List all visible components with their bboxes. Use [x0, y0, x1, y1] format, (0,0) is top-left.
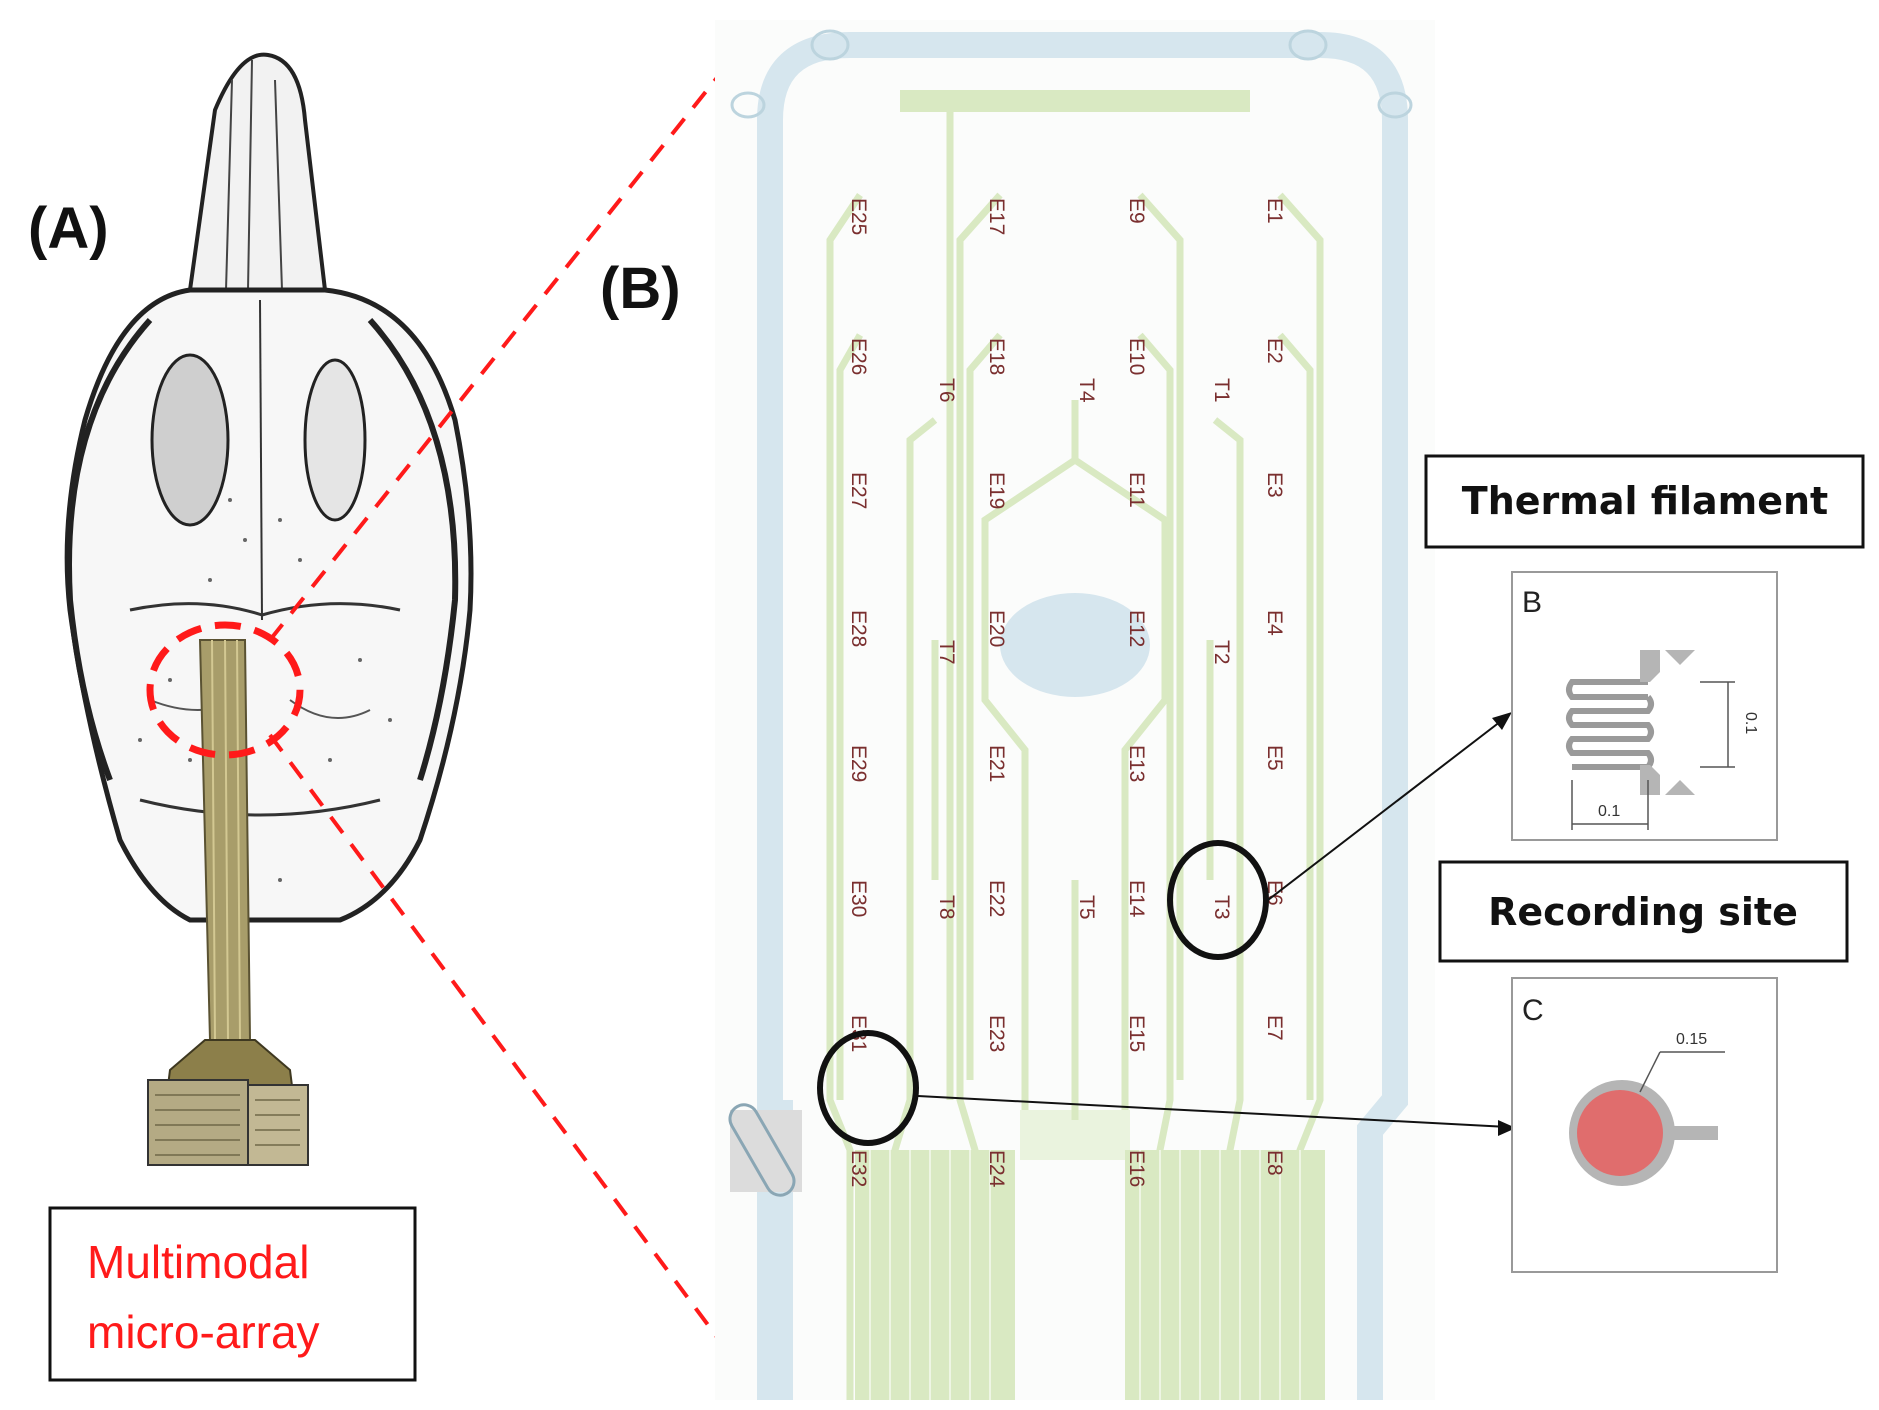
electrode-label: E21 [985, 745, 1008, 782]
caption-box: Multimodal micro-array [48, 1206, 417, 1382]
electrode-label: E19 [985, 472, 1008, 509]
electrode-label: E18 [985, 338, 1008, 375]
electrode-label: E4 [1263, 610, 1286, 636]
thermal-label: T4 [1075, 378, 1098, 403]
thermal-inset: B 0.1 0.1 [1511, 571, 1778, 841]
electrode-label: E5 [1263, 745, 1286, 771]
electrode-labels: E25 E26 E27 E28 E29 E30 E31 E32 E17 E18 … [847, 198, 1286, 1188]
electrode-label: E20 [985, 610, 1008, 647]
electrode-label: E26 [847, 338, 870, 375]
thermal-label: T2 [1210, 640, 1233, 665]
thermal-inset-letter: B [1522, 586, 1542, 619]
caption-line-1: Multimodal [87, 1236, 309, 1288]
thermal-label: T6 [935, 378, 958, 403]
caption-line-2: micro-array [87, 1306, 320, 1358]
highlights [817, 712, 1516, 1146]
electrode-label: E3 [1263, 472, 1286, 498]
thermal-label: T5 [1075, 895, 1098, 920]
electrode-label: E9 [1125, 198, 1148, 224]
electrode-label: E11 [1125, 472, 1148, 508]
thermal-label: T7 [935, 640, 958, 665]
electrode-label: E23 [985, 1015, 1008, 1052]
electrode-label: E13 [1125, 745, 1148, 782]
thermal-label: T1 [1210, 378, 1233, 403]
electrode-label: E8 [1263, 1150, 1286, 1176]
electrode-label: E7 [1263, 1015, 1286, 1041]
electrode-label: E2 [1263, 338, 1286, 364]
thermal-label: T8 [935, 895, 958, 920]
recording-callout: Recording site [1438, 860, 1849, 963]
thermal-dim-width: 0.1 [1598, 803, 1620, 820]
recording-inset-letter: C [1522, 994, 1544, 1027]
thermal-label: T3 [1210, 895, 1233, 920]
electrode-label: E1 [1263, 198, 1286, 224]
electrode-label: E25 [847, 198, 870, 235]
zoom-lines [268, 53, 762, 1397]
electrode-label: E16 [1125, 1150, 1148, 1187]
thermal-callout: Thermal filament [1424, 454, 1865, 549]
skull-illustration [64, 52, 474, 1166]
electrode-label: E30 [847, 880, 870, 917]
electrode-label: E29 [847, 745, 870, 782]
electrode-label: E24 [985, 1150, 1008, 1188]
thermal-dim-height: 0.1 [1742, 712, 1759, 734]
electrode-label: E32 [847, 1150, 870, 1187]
electrode-label: E15 [1125, 1015, 1148, 1052]
electrode-label: E17 [985, 198, 1008, 235]
electrode-label: E28 [847, 610, 870, 647]
electrode-label: E10 [1125, 338, 1148, 375]
panel-a-label: (A) [28, 196, 109, 261]
array-layout [715, 20, 1435, 1400]
thermal-callout-title: Thermal filament [1462, 479, 1828, 523]
recording-callout-title: Recording site [1488, 890, 1798, 934]
recording-dim-radius: 0.15 [1676, 1031, 1707, 1048]
electrode-label: E27 [847, 472, 870, 509]
panel-b-label: (B) [600, 256, 681, 321]
electrode-label: E14 [1125, 880, 1148, 918]
recording-inset: C 0.15 [1511, 977, 1778, 1273]
electrode-label: E12 [1125, 610, 1148, 647]
electrode-label: E22 [985, 880, 1008, 917]
